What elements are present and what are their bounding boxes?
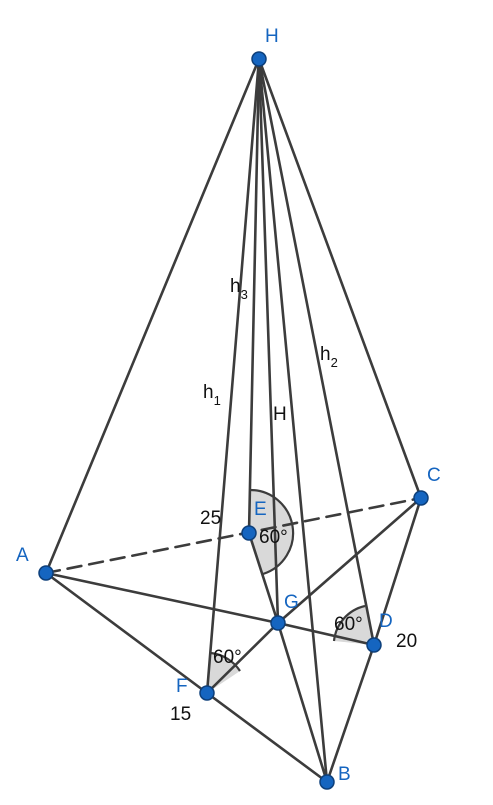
- vertex-label-g: G: [284, 592, 299, 613]
- angle-mark-d: [334, 606, 374, 645]
- edge-ab: [44, 571, 209, 695]
- height-h3: [247, 57, 261, 535]
- vertex-e[interactable]: [241, 525, 257, 541]
- vertex-label-d: D: [379, 611, 393, 632]
- edge-hb: [257, 57, 329, 784]
- segment-eg: [247, 531, 280, 625]
- segment-ag: [44, 571, 280, 625]
- edge-ac: [44, 496, 423, 575]
- edge-hc: [257, 57, 423, 500]
- height-label-h3: h3: [230, 276, 248, 302]
- height-main: [257, 57, 280, 625]
- vertex-label-e: E: [254, 499, 267, 520]
- edge-fb: [205, 691, 329, 784]
- edge-bd: [325, 643, 376, 784]
- angle-arc-f: [210, 651, 241, 672]
- vertex-g[interactable]: [270, 615, 286, 631]
- vertex-c[interactable]: [413, 490, 429, 506]
- edge-dc: [372, 496, 423, 647]
- segment-label-gf: 15: [170, 704, 191, 725]
- segment-gd: [276, 621, 376, 647]
- angle-mark-e: [249, 489, 294, 574]
- height-h1: [205, 57, 261, 695]
- height-label-h1: h1: [203, 382, 221, 408]
- vertex-d[interactable]: [366, 637, 382, 653]
- vertex-label-c: C: [427, 465, 441, 486]
- vertex-b[interactable]: [319, 774, 335, 790]
- angle-label-e: 60°: [259, 527, 288, 548]
- vertex-label-a: A: [16, 545, 29, 566]
- angle-arc-e: [248, 488, 295, 576]
- vertex-label-h: H: [265, 26, 279, 47]
- vertex-label-f: F: [176, 676, 188, 697]
- segment-gc: [276, 496, 423, 625]
- height-label-main: H: [273, 404, 287, 425]
- angle-label-d: 60°: [334, 614, 363, 635]
- segment-fg: [205, 621, 280, 695]
- height-h2: [257, 57, 376, 647]
- vertex-h[interactable]: [251, 51, 267, 67]
- edge-ha: [44, 57, 261, 575]
- angle-label-f: 60°: [213, 647, 242, 668]
- segment-label-gd: 20: [396, 631, 417, 652]
- height-label-h2: h2: [320, 344, 338, 370]
- vertex-f[interactable]: [199, 685, 215, 701]
- segment-gb: [276, 621, 329, 784]
- vertex-label-b: B: [338, 764, 351, 785]
- segment-label-ge: 25: [200, 508, 221, 529]
- vertex-a[interactable]: [38, 565, 54, 581]
